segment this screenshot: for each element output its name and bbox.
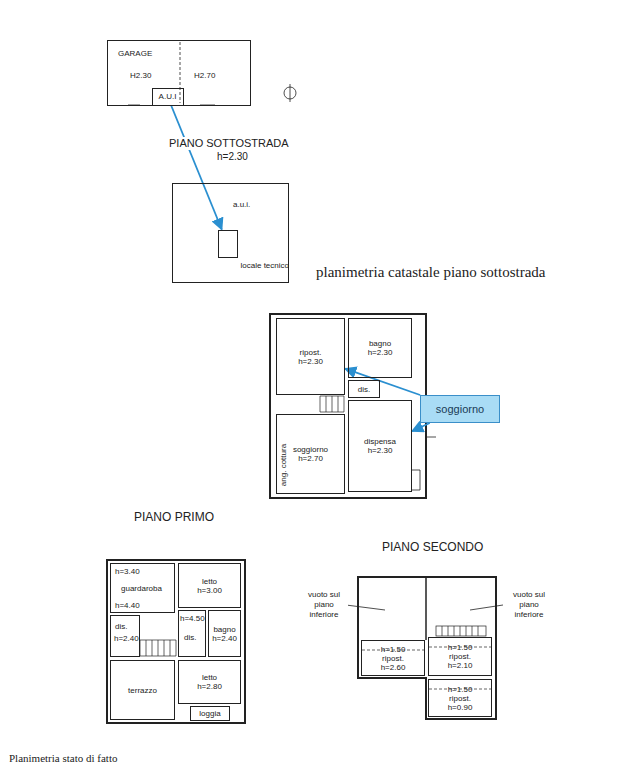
room: lettoh=2.80 [178, 660, 241, 704]
plan-title: PIANO SOTTOSTRADA [168, 137, 290, 150]
room-label: h=4.40 [115, 601, 140, 610]
room-label: h=3.00 [197, 586, 222, 595]
room-label: loggia [199, 709, 220, 718]
room-label: terrazzo [128, 686, 157, 695]
room-label: dis. [184, 633, 196, 642]
room: h=4.50 dis. [178, 610, 206, 657]
room: dis. h=2.40 [110, 615, 140, 657]
room-label: dis. [358, 385, 370, 394]
callout-box: soggiorno [420, 395, 500, 423]
room: h=1.50ripost.h=0.90 [428, 679, 492, 717]
room: h=1.50ripost.h=2.60 [361, 640, 425, 676]
room-label: locale tecnico [241, 261, 289, 270]
room-label: ripost. [449, 694, 471, 703]
room: h=1.50ripost.h=2.10 [428, 637, 492, 676]
room-label: H2.70 [194, 71, 215, 80]
room-label: h=2.80 [197, 682, 222, 691]
room: locale tecnico [218, 230, 238, 258]
room-label: bagno [369, 339, 391, 348]
plan-note: vuoto sul piano inferiore [300, 590, 348, 620]
room-label: H2.30 [130, 71, 151, 80]
room-label: ripost. [300, 348, 322, 357]
room-label: h=2.40 [114, 634, 139, 643]
room-label: h=1.50 [448, 643, 473, 652]
room: terrazzo [110, 660, 175, 720]
caption-text: planimetria catastale piano sottostrada [315, 264, 547, 281]
plan-note: h=2.30 [216, 151, 249, 163]
room-label: h=1.50 [448, 685, 473, 694]
room-label: letto [202, 577, 217, 586]
callout-text: soggiorno [436, 403, 484, 416]
plan-note: vuoto sul piano inferiore [505, 590, 553, 620]
room-label: h=2.30 [368, 348, 393, 357]
room: lettoh=3.00 [178, 563, 241, 608]
room-label: a.u.i. [233, 200, 250, 209]
caption-text: Planimetria stato di fatto [8, 752, 118, 765]
room-label: soggiorno [293, 445, 328, 454]
room: bagnoh=2.30 [348, 318, 412, 378]
room-label: h=2.60 [381, 663, 406, 672]
room: a.u.i. locale tecnico [172, 183, 289, 283]
room-label: h=2.70 [298, 454, 323, 463]
room-label: guardaroba [121, 584, 162, 593]
room: A.U.I [152, 88, 184, 106]
room-label: h=2.10 [448, 661, 473, 670]
plan-note: ang. cottura [279, 443, 289, 487]
room: GARAGE H2.30 H2.70A.U.I [107, 40, 251, 106]
room: loggia [190, 706, 230, 721]
room-label: h=2.30 [368, 446, 393, 455]
room-label: GARAGE [118, 49, 152, 58]
room: h=3.40 guardaroba h=4.40 [110, 563, 175, 613]
room-label: ripost. [382, 654, 404, 663]
room: dis. [348, 380, 380, 398]
room-label: h=0.90 [448, 703, 473, 712]
room-label: h=4.50 [180, 614, 205, 623]
room-label: h=1.50 [381, 645, 406, 654]
room-label: bagno [213, 625, 235, 634]
plan-title: PIANO SECONDO [381, 540, 484, 554]
leader-arrow [171, 106, 222, 230]
room-label: A.U.I [159, 92, 177, 101]
room-label: h=2.40 [212, 634, 237, 643]
room-label: ripost. [449, 652, 471, 661]
room: bagnoh=2.40 [208, 610, 241, 657]
room: ripost.h=2.30 [276, 318, 345, 395]
room-label: letto [202, 673, 217, 682]
plan-title: PIANO PRIMO [133, 510, 215, 524]
room: dispensah=2.30 [348, 400, 412, 492]
room-label: h=2.30 [298, 357, 323, 366]
leader-arrow [412, 423, 430, 431]
room-label: dis. [115, 622, 127, 631]
room-label: h=3.40 [115, 567, 140, 576]
room-label: dispensa [364, 437, 396, 446]
leader-arrow [345, 369, 420, 395]
